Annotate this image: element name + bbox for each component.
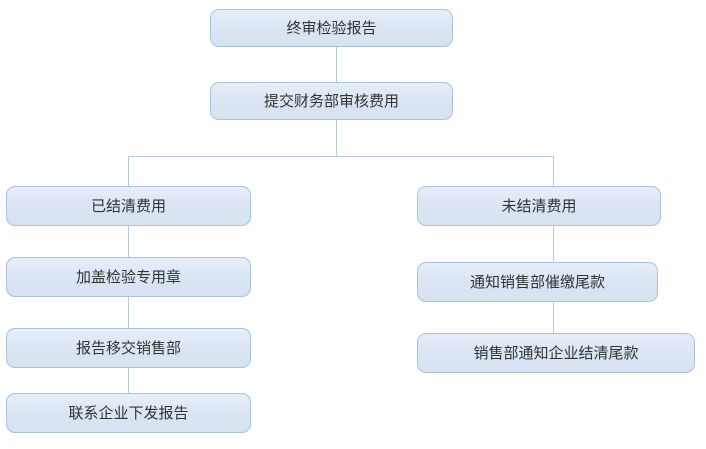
flow-node-fees-settled: 已结清费用 bbox=[6, 186, 251, 226]
flow-node-contact-enterprise-issue-report: 联系企业下发报告 bbox=[6, 393, 251, 433]
connector-split-horizontal bbox=[128, 156, 554, 157]
flow-node-notify-sales-collect-balance: 通知销售部催缴尾款 bbox=[417, 262, 658, 302]
connector-fees-unsettled-to-notify-sales bbox=[553, 226, 554, 262]
connector-split-to-fees-unsettled bbox=[553, 156, 554, 186]
connector-split-to-fees-settled bbox=[128, 156, 129, 186]
connector-final-report-to-submit-finance bbox=[336, 47, 337, 82]
flow-node-fees-unsettled: 未结清费用 bbox=[417, 186, 661, 226]
connector-submit-finance-to-split bbox=[336, 120, 337, 157]
flow-node-report-to-sales-dept: 报告移交销售部 bbox=[6, 328, 251, 368]
connector-report-transfer-to-contact-enterprise bbox=[128, 368, 129, 393]
flow-node-sales-notify-enterprise-settle: 销售部通知企业结清尾款 bbox=[417, 333, 695, 373]
connector-notify-sales-to-sales-notify-enterprise bbox=[553, 302, 554, 333]
flow-node-final-inspection-report: 终审检验报告 bbox=[210, 9, 453, 47]
flow-node-submit-finance-fee-review: 提交财务部审核费用 bbox=[210, 82, 453, 120]
flow-node-stamp-inspection-seal: 加盖检验专用章 bbox=[6, 257, 251, 297]
connector-fees-settled-to-stamp-seal bbox=[128, 226, 129, 257]
connector-stamp-seal-to-report-transfer bbox=[128, 297, 129, 328]
